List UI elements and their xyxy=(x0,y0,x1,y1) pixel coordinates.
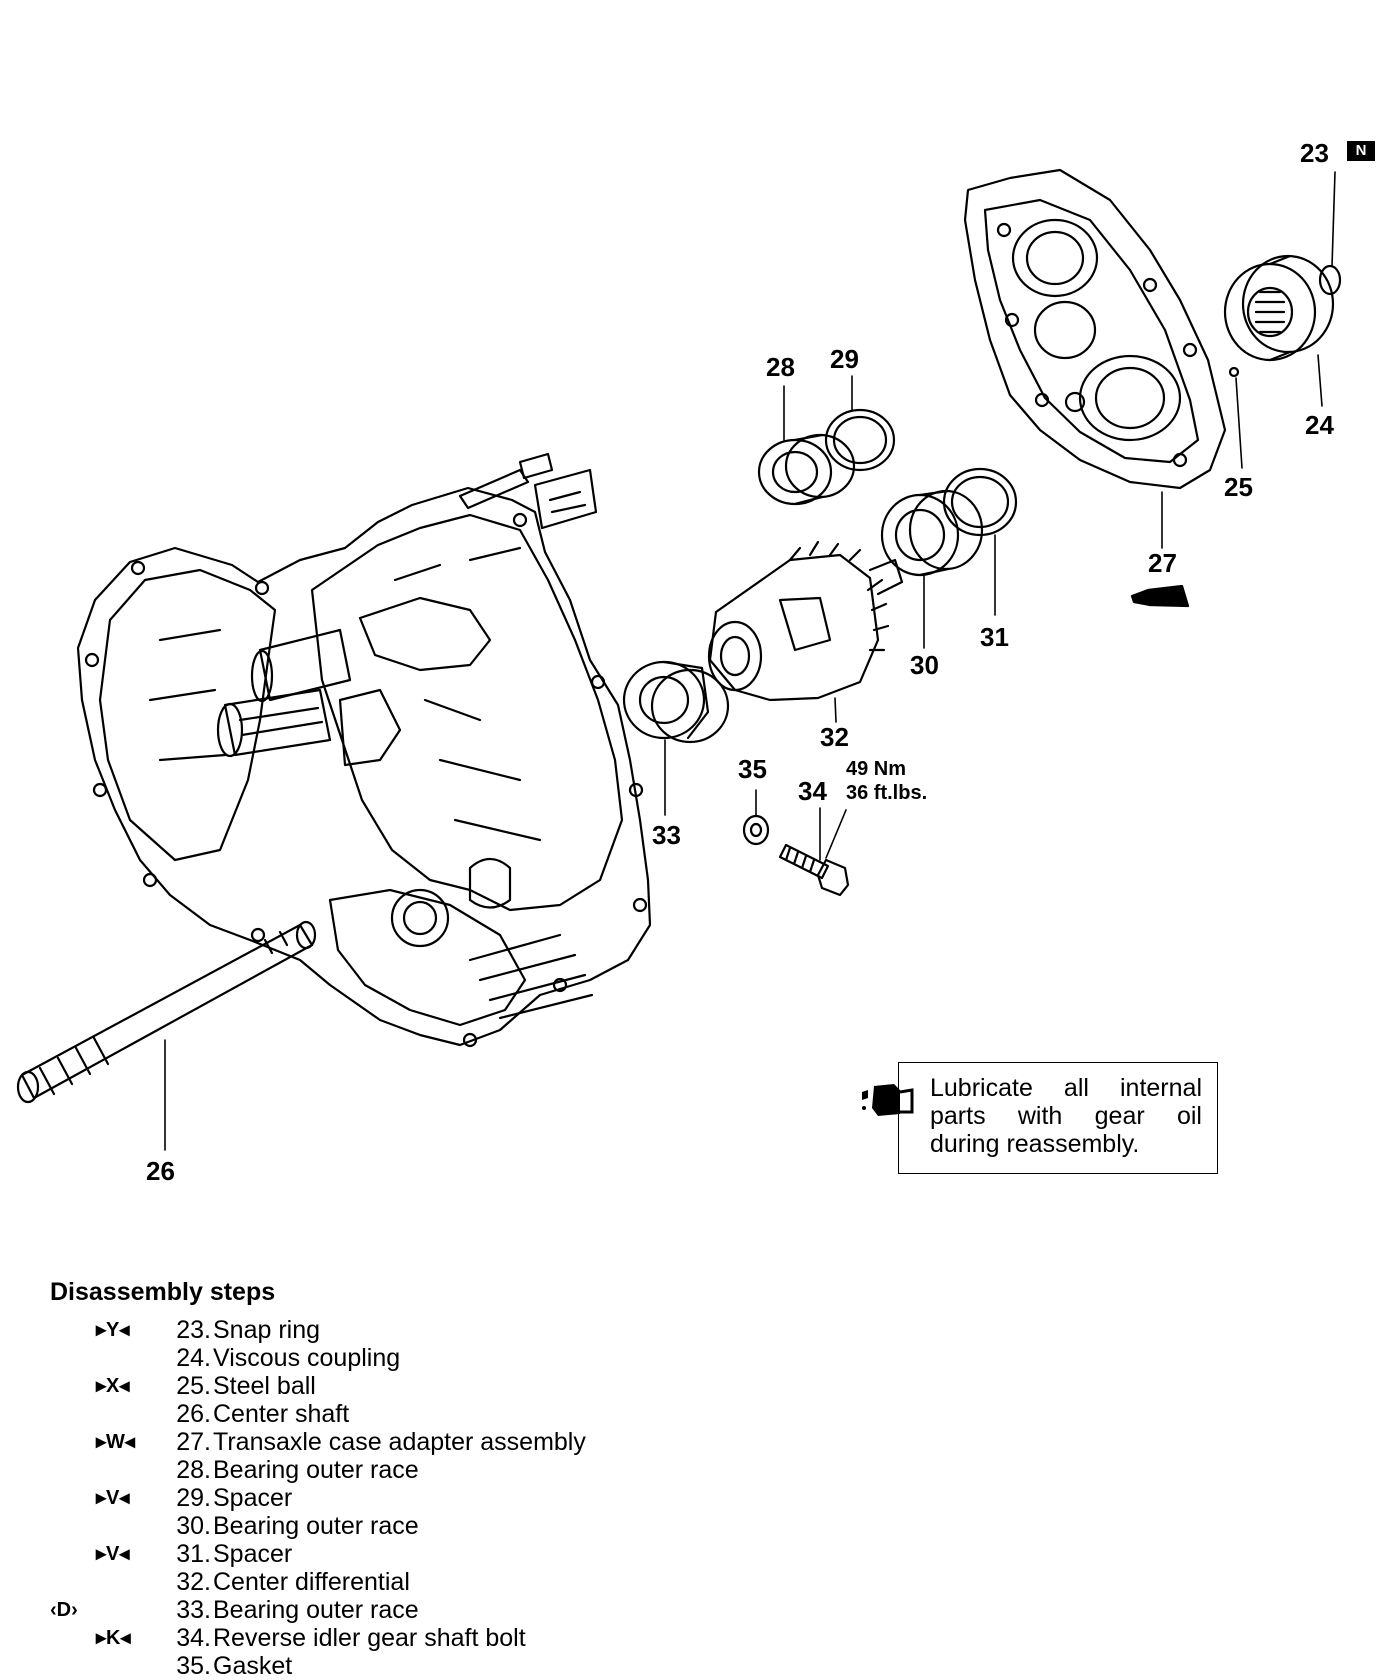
callout-25: 25 xyxy=(1224,472,1253,502)
callout-23: 23 xyxy=(1300,138,1329,168)
step-item: 24. Viscous coupling xyxy=(0,1344,900,1372)
step-service-mark: ▸W◂ xyxy=(96,1431,135,1453)
step-number: 25. xyxy=(176,1372,211,1400)
step-name: Gasket xyxy=(213,1652,293,1680)
snap-ring xyxy=(1318,264,1342,296)
step-number: 23. xyxy=(176,1316,211,1344)
step-item: 35. Gasket xyxy=(0,1652,900,1680)
callout-31: 31 xyxy=(980,622,1009,652)
lubrication-note-text: Lubricate all internal parts with gear o… xyxy=(930,1074,1202,1158)
leader-lines xyxy=(164,171,1336,1151)
step-item: ▸X◂ 25. Steel ball xyxy=(0,1372,900,1400)
callout-29: 29 xyxy=(830,344,859,374)
step-name: Bearing outer race xyxy=(213,1456,419,1484)
step-service-mark: ▸V◂ xyxy=(96,1543,130,1565)
callout-24: 24 xyxy=(1305,410,1334,440)
viscous-coupling xyxy=(1223,254,1335,362)
torque-spec-ftlbs: 36 ft.lbs. xyxy=(846,782,928,804)
step-name: Reverse idler gear shaft bolt xyxy=(213,1624,526,1652)
step-name: Viscous coupling xyxy=(213,1344,401,1372)
reverse-idler-gear-shaft-bolt xyxy=(778,843,850,897)
exploded-view-diagram xyxy=(16,168,1342,1151)
bearing-28-spacer-29 xyxy=(757,408,896,506)
sealant-tube-icon xyxy=(1130,584,1190,608)
disassembly-steps-title: Disassembly steps xyxy=(50,1278,276,1306)
step-number: 27. xyxy=(176,1428,211,1456)
step-number: 35. xyxy=(176,1652,211,1680)
gasket xyxy=(742,814,770,846)
callout-27: 27 xyxy=(1148,548,1177,578)
step-name: Center differential xyxy=(213,1568,410,1596)
step-item: ▸V◂ 31. Spacer xyxy=(0,1540,900,1568)
step-item: ▸K◂ 34. Reverse idler gear shaft bolt xyxy=(0,1624,900,1652)
step-name: Spacer xyxy=(213,1484,293,1512)
step-item: ‹D› 33. Bearing outer race xyxy=(0,1596,900,1624)
step-item: ▸V◂ 29. Spacer xyxy=(0,1484,900,1512)
step-service-mark: ▸X◂ xyxy=(96,1375,130,1397)
step-name: Snap ring xyxy=(213,1316,321,1344)
step-name: Transaxle case adapter assembly xyxy=(213,1428,586,1456)
step-item: 26. Center shaft xyxy=(0,1400,900,1428)
transaxle-case-adapter xyxy=(963,168,1227,490)
step-service-mark: ▸Y◂ xyxy=(96,1319,130,1341)
callout-35: 35 xyxy=(738,754,767,784)
oil-can-icon xyxy=(862,1084,914,1116)
center-differential xyxy=(707,540,904,702)
bearing-30-spacer-31 xyxy=(880,467,1018,577)
new-part-badge: N xyxy=(1347,141,1375,161)
step-number: 30. xyxy=(176,1512,211,1540)
step-item: 32. Center differential xyxy=(0,1568,900,1596)
step-service-mark: ▸V◂ xyxy=(96,1487,130,1509)
step-number: 29. xyxy=(176,1484,211,1512)
torque-spec-nm: 49 Nm xyxy=(846,758,907,780)
step-number: 33. xyxy=(176,1596,211,1624)
steel-ball xyxy=(1228,366,1240,378)
step-number: 24. xyxy=(176,1344,211,1372)
step-number: 28. xyxy=(176,1456,211,1484)
callout-26: 26 xyxy=(146,1156,175,1186)
lubrication-note-box xyxy=(898,1062,1218,1174)
step-service-mark: ▸K◂ xyxy=(96,1627,131,1649)
step-number: 32. xyxy=(176,1568,211,1596)
step-name: Bearing outer race xyxy=(213,1596,419,1624)
step-name: Center shaft xyxy=(213,1400,350,1428)
step-item: 28. Bearing outer race xyxy=(0,1456,900,1484)
step-item: ▸Y◂ 23. Snap ring xyxy=(0,1316,900,1344)
callout-34: 34 xyxy=(798,776,827,806)
step-service-mark: ‹D› xyxy=(50,1599,78,1621)
callout-32: 32 xyxy=(820,722,849,752)
callout-33: 33 xyxy=(652,820,681,850)
center-shaft xyxy=(16,920,317,1104)
bearing-outer-race-33 xyxy=(622,660,730,744)
input-shafts xyxy=(216,452,598,758)
callout-30: 30 xyxy=(910,650,939,680)
step-number: 34. xyxy=(176,1624,211,1652)
step-item: ▸W◂ 27. Transaxle case adapter assembly xyxy=(0,1428,900,1456)
step-number: 31. xyxy=(176,1540,211,1568)
step-name: Spacer xyxy=(213,1540,293,1568)
step-name: Steel ball xyxy=(213,1372,316,1400)
step-item: 30. Bearing outer race xyxy=(0,1512,900,1540)
step-number: 26. xyxy=(176,1400,211,1428)
step-name: Bearing outer race xyxy=(213,1512,419,1540)
transaxle-case xyxy=(76,486,652,1048)
callout-28: 28 xyxy=(766,352,795,382)
